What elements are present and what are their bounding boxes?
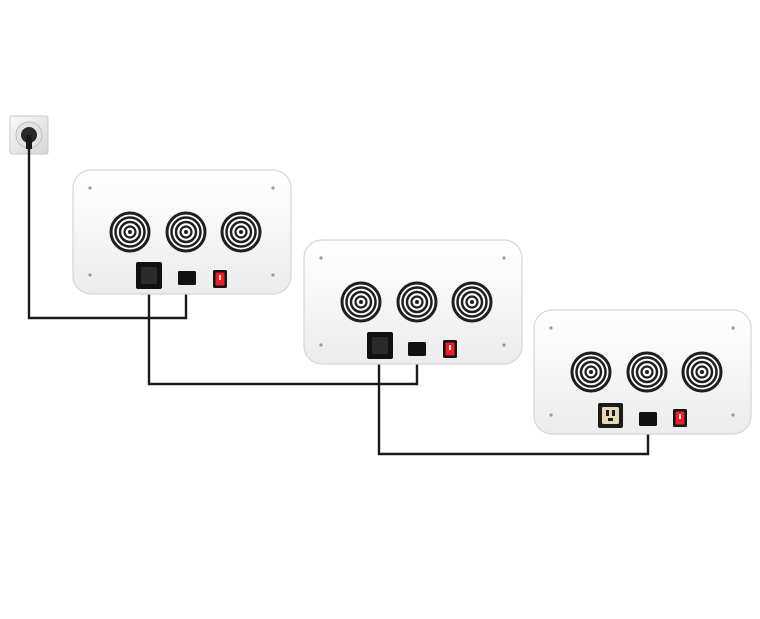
fan-icon xyxy=(451,281,493,323)
power-inlet xyxy=(639,412,657,426)
power-cables xyxy=(27,148,650,456)
wall-socket-icon xyxy=(9,115,49,155)
fan-icon xyxy=(570,351,612,393)
output-socket-empty xyxy=(598,403,623,428)
fan-icon xyxy=(220,211,262,253)
cable-wall-to-fixture-1 xyxy=(27,148,188,320)
cable-fixture-2-to-fixture-3 xyxy=(377,362,650,456)
power-switch-icon xyxy=(213,270,227,288)
led-grow-light-3 xyxy=(533,309,752,435)
fan-icon xyxy=(396,281,438,323)
power-switch-icon xyxy=(673,409,687,427)
fan-icon xyxy=(340,281,382,323)
fan-icon xyxy=(681,351,723,393)
fan-icon xyxy=(109,211,151,253)
fan-icon xyxy=(626,351,668,393)
led-grow-light-1 xyxy=(72,169,292,295)
power-inlet xyxy=(408,342,426,356)
output-socket-plugged xyxy=(367,332,393,359)
output-socket-plugged xyxy=(136,262,162,289)
power-switch-icon xyxy=(443,340,457,358)
fan-icon xyxy=(165,211,207,253)
power-inlet xyxy=(178,271,196,285)
cable-fixture-1-to-fixture-2 xyxy=(147,294,419,386)
led-grow-light-2 xyxy=(303,239,523,365)
